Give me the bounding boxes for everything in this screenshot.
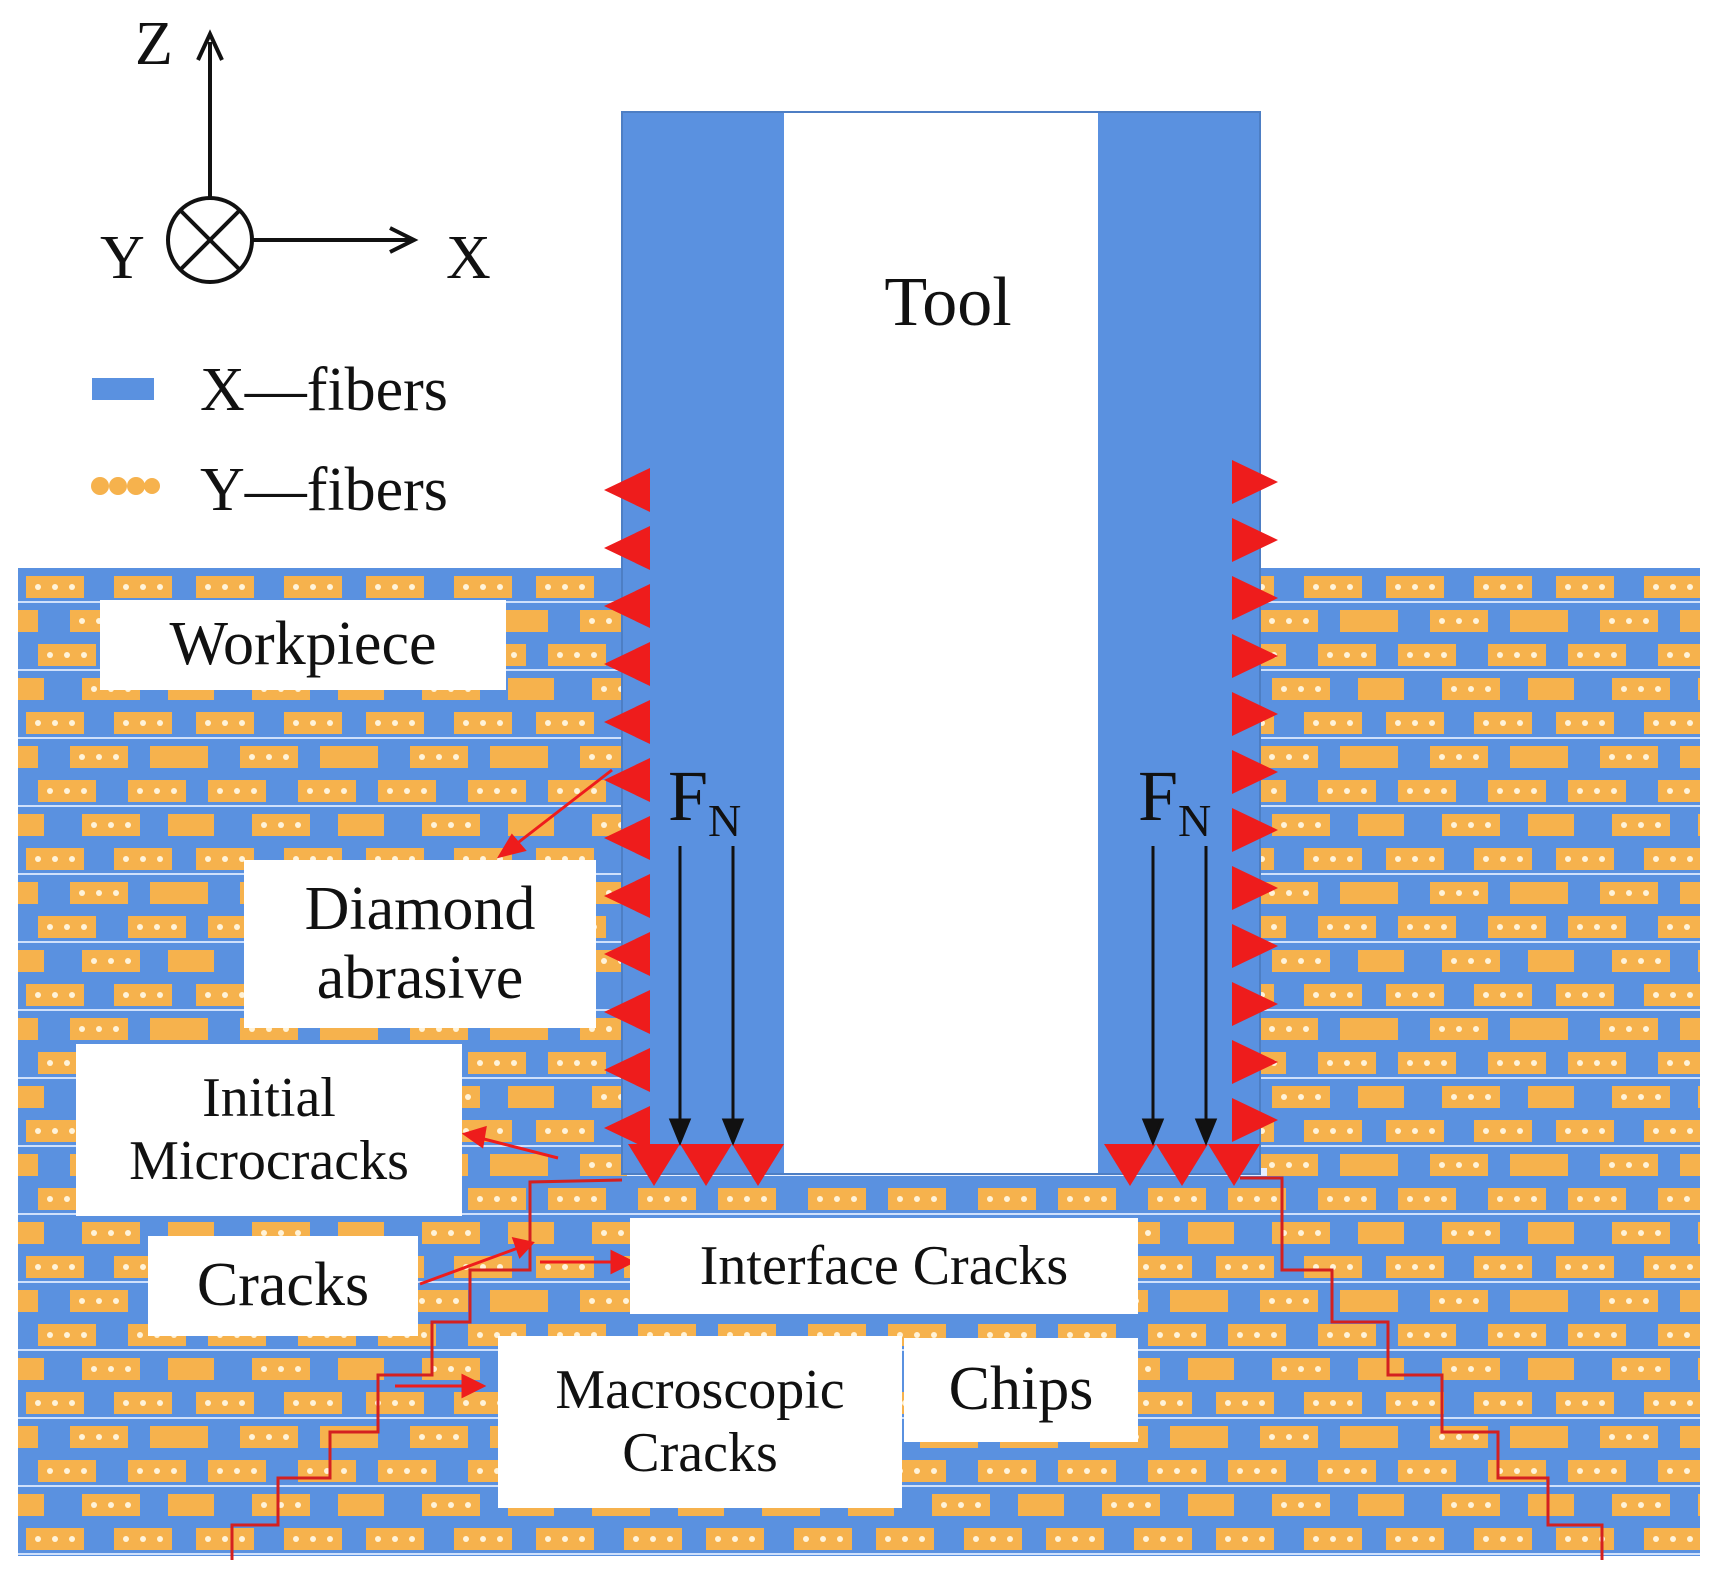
abrasive-grain-bottom [1156, 1144, 1208, 1186]
abrasive-grain-left [604, 874, 650, 918]
legend-x-fiber-swatch [92, 378, 154, 400]
abrasive-grain-right [1232, 576, 1278, 620]
initial-microcracks-pointer-arrow [479, 1136, 559, 1160]
abrasive-grain-left [604, 1048, 650, 1092]
coordinate-axes: Z Y X [100, 10, 491, 292]
abrasive-grain-right [1232, 982, 1278, 1026]
z-axis-arrowhead [196, 29, 224, 61]
abrasive-grain-left [604, 758, 650, 802]
abrasive-grain-right [1232, 808, 1278, 852]
interface-cracks-label: Interface Cracks [630, 1218, 1138, 1314]
x-axis-arrowhead [389, 226, 419, 254]
y-axis-into-page-icon [166, 196, 254, 284]
y-axis-label: Y [100, 224, 145, 292]
abrasive-grain-bottom [732, 1144, 784, 1186]
diamond-abrasive-label-line1: Diamond [304, 874, 536, 943]
abrasive-grain-bottom [1104, 1144, 1156, 1186]
abrasive-grain-bottom [1208, 1144, 1260, 1186]
cracks-label: Cracks [148, 1236, 418, 1336]
diamond-abrasive-label: Diamond abrasive [244, 860, 596, 1028]
abrasive-grain-bottom [680, 1144, 732, 1186]
abrasive-grain-right [1232, 924, 1278, 968]
abrasive-grain-left [604, 932, 650, 976]
chips-label: Chips [904, 1338, 1138, 1442]
abrasive-grain-right [1232, 1040, 1278, 1084]
abrasive-grain-right [1232, 1098, 1278, 1142]
initial-microcracks-label-line1: Initial [202, 1067, 336, 1130]
abrasive-grain-left [604, 990, 650, 1034]
initial-microcracks-label-line2: Microcracks [129, 1130, 409, 1192]
abrasive-grain-left [604, 584, 650, 628]
force-label-left: FN [668, 756, 741, 846]
macroscopic-cracks-label: Macroscopic Cracks [498, 1336, 902, 1508]
crack-path-left [230, 1178, 623, 1560]
diamond-abrasive-label-line2: abrasive [316, 944, 524, 1012]
legend-y-fiber-swatch [91, 477, 160, 495]
abrasive-grain-right [1232, 518, 1278, 562]
z-axis-label: Z [135, 10, 173, 78]
legend-x-fiber-label: X—fibers [200, 356, 448, 424]
tool-core [784, 112, 1098, 1174]
abrasive-grain-left [604, 700, 650, 744]
initial-microcracks-label: Initial Microcracks [76, 1044, 462, 1216]
force-label-right: FN [1138, 756, 1211, 846]
abrasive-grain-left [604, 468, 650, 512]
cracks-pointer-arrow [419, 1246, 519, 1286]
abrasive-grain-left [604, 642, 650, 686]
abrasive-grain-right [1232, 866, 1278, 910]
abrasive-grain-right [1232, 750, 1278, 794]
diamond-pointer-arrow [514, 768, 613, 847]
tool-outline [621, 111, 1261, 1175]
tool-label: Tool [884, 264, 1011, 341]
legend: X—fibers Y—fibers [91, 356, 448, 524]
normal-force-arrows [668, 846, 1218, 1146]
workpiece-label: Workpiece [100, 600, 506, 690]
abrasive-grain-left [604, 1106, 650, 1150]
abrasive-grain-left [604, 526, 650, 570]
macroscopic-cracks-label-line1: Macroscopic [555, 1359, 845, 1422]
crack-path-right [1240, 1176, 1604, 1560]
abrasive-grain-bottom [628, 1144, 680, 1186]
macroscopic-cracks-label-line2: Cracks [622, 1422, 778, 1484]
abrasive-grain-right [1232, 692, 1278, 736]
x-axis-label: X [446, 224, 491, 292]
abrasive-grain-right [1232, 460, 1278, 504]
pointer-arrows [395, 768, 636, 1399]
diamond-abrasive-grains [604, 460, 1278, 1186]
abrasive-grain-right [1232, 634, 1278, 678]
legend-y-fiber-label: Y—fibers [200, 456, 448, 524]
abrasive-grain-left [604, 816, 650, 860]
